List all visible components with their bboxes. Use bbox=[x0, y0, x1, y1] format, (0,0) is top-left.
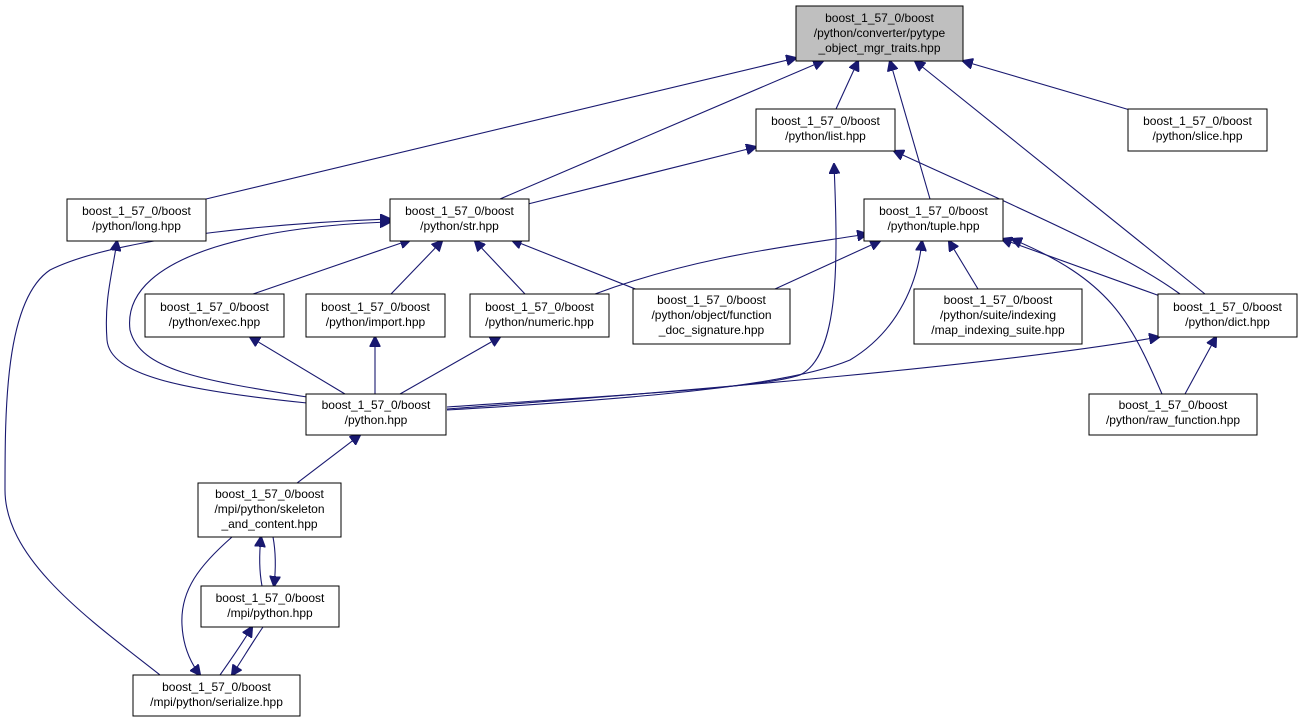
node-line: /python/long.hpp bbox=[92, 219, 181, 233]
node-line: /map_indexing_suite.hpp bbox=[931, 323, 1065, 337]
edge-numeric-to-str bbox=[475, 241, 526, 295]
edge-serialize-to-str bbox=[4, 219, 390, 676]
edge-exec-to-str bbox=[252, 240, 410, 295]
edges bbox=[4, 58, 1216, 676]
node-long[interactable]: boost_1_57_0/boost /python/long.hpp bbox=[66, 198, 207, 242]
edge-slice-to-root bbox=[963, 61, 1131, 111]
edge-list-to-root bbox=[835, 61, 858, 110]
edge-fdoc-to-tuple bbox=[774, 241, 880, 290]
edge-dict-to-list bbox=[894, 151, 1181, 295]
node-line: boost_1_57_0/boost bbox=[1173, 300, 1282, 314]
node-line: _doc_signature.hpp bbox=[658, 323, 765, 337]
edge-python-to-str bbox=[129, 222, 390, 398]
node-line: /mpi/python.hpp bbox=[227, 606, 313, 620]
node-line: boost_1_57_0/boost bbox=[1119, 398, 1228, 412]
edge-fdoc-to-str bbox=[512, 240, 649, 295]
node-import[interactable]: boost_1_57_0/boost /python/import.hpp bbox=[305, 293, 446, 338]
node-tuple[interactable]: boost_1_57_0/boost /python/tuple.hpp bbox=[863, 198, 1004, 242]
node-line: /python/converter/pytype bbox=[814, 26, 946, 40]
node-line: boost_1_57_0/boost bbox=[771, 114, 880, 128]
edge-python-to-dict bbox=[446, 337, 1159, 410]
node-line: /python/object/function bbox=[651, 308, 771, 322]
edge-serialize-to-mpipython bbox=[219, 627, 252, 676]
node-line: /python.hpp bbox=[345, 413, 408, 427]
node-line: /python/str.hpp bbox=[420, 219, 499, 233]
node-line: boost_1_57_0/boost bbox=[215, 487, 324, 501]
node-line: /python/import.hpp bbox=[326, 315, 426, 329]
node-line: boost_1_57_0/boost bbox=[405, 204, 514, 218]
node-line: /python/dict.hpp bbox=[1185, 315, 1270, 329]
node-line: /python/suite/indexing bbox=[940, 308, 1056, 322]
node-mpi-python[interactable]: boost_1_57_0/boost /mpi/python.hpp bbox=[200, 585, 340, 628]
edge-str-to-root bbox=[499, 61, 823, 200]
edge-skeleton-to-python bbox=[296, 435, 360, 484]
edge-rawfn-to-dict bbox=[1184, 337, 1216, 395]
edge-dict-to-root bbox=[915, 61, 1206, 295]
node-line: boost_1_57_0/boost bbox=[322, 398, 431, 412]
node-python[interactable]: boost_1_57_0/boost /python.hpp bbox=[305, 393, 447, 436]
node-line: /mpi/python/serialize.hpp bbox=[150, 695, 283, 709]
edge-numeric-to-tuple bbox=[594, 234, 867, 295]
node-line: boost_1_57_0/boost bbox=[321, 300, 430, 314]
node-line: boost_1_57_0/boost bbox=[879, 204, 988, 218]
edge-dict-to-tuple bbox=[1002, 239, 1161, 297]
node-line: boost_1_57_0/boost bbox=[216, 591, 325, 605]
node-line: boost_1_57_0/boost bbox=[160, 300, 269, 314]
node-dict[interactable]: boost_1_57_0/boost /python/dict.hpp bbox=[1157, 293, 1298, 338]
node-raw-function[interactable]: boost_1_57_0/boost /python/raw_function.… bbox=[1088, 393, 1258, 436]
node-map-indexing-suite[interactable]: boost_1_57_0/boost /python/suite/indexin… bbox=[913, 288, 1083, 345]
edge-mapidx-to-tuple bbox=[949, 241, 979, 290]
node-line: boost_1_57_0/boost bbox=[825, 11, 934, 25]
edge-import-to-str bbox=[390, 241, 442, 295]
node-line: boost_1_57_0/boost bbox=[944, 293, 1053, 307]
node-line: /python/list.hpp bbox=[785, 129, 866, 143]
node-pytype-object-mgr-traits[interactable]: boost_1_57_0/boost /python/converter/pyt… bbox=[795, 5, 964, 62]
edge-long-to-root bbox=[205, 58, 796, 200]
node-exec[interactable]: boost_1_57_0/boost /python/exec.hpp bbox=[144, 293, 285, 338]
node-line: boost_1_57_0/boost bbox=[485, 300, 594, 314]
node-serialize[interactable]: boost_1_57_0/boost /mpi/python/serialize… bbox=[132, 674, 301, 717]
node-numeric[interactable]: boost_1_57_0/boost /python/numeric.hpp bbox=[469, 293, 610, 338]
node-line: /python/slice.hpp bbox=[1152, 129, 1242, 143]
edge-python-to-long bbox=[105, 241, 308, 404]
node-line: _and_content.hpp bbox=[220, 517, 317, 531]
nodes: boost_1_57_0/boost /python/converter/pyt… bbox=[66, 5, 1298, 717]
node-line: /python/numeric.hpp bbox=[485, 315, 594, 329]
edge-python-to-tuple bbox=[446, 241, 922, 411]
node-line: /python/exec.hpp bbox=[169, 315, 261, 329]
node-function-doc-signature[interactable]: boost_1_57_0/boost /python/object/functi… bbox=[632, 288, 791, 345]
node-line: /python/tuple.hpp bbox=[887, 219, 979, 233]
node-list[interactable]: boost_1_57_0/boost /python/list.hpp bbox=[755, 108, 896, 152]
edge-str-to-list bbox=[527, 147, 756, 205]
edge-python-to-exec bbox=[250, 337, 346, 395]
node-line: _object_mgr_traits.hpp bbox=[817, 41, 940, 55]
edge-tuple-to-root bbox=[890, 61, 931, 200]
node-line: boost_1_57_0/boost bbox=[1143, 114, 1252, 128]
node-line: boost_1_57_0/boost bbox=[82, 204, 191, 218]
node-str[interactable]: boost_1_57_0/boost /python/str.hpp bbox=[389, 198, 530, 242]
node-slice[interactable]: boost_1_57_0/boost /python/slice.hpp bbox=[1127, 108, 1268, 152]
node-line: /python/raw_function.hpp bbox=[1106, 413, 1240, 427]
node-line: boost_1_57_0/boost bbox=[657, 293, 766, 307]
node-skeleton-and-content[interactable]: boost_1_57_0/boost /mpi/python/skeleton … bbox=[197, 482, 342, 538]
edge-mpipython-to-skeleton bbox=[260, 537, 262, 587]
edge-skeleton-to-mpipython bbox=[273, 536, 275, 586]
edge-mpipython-to-serialize bbox=[232, 626, 264, 675]
edge-python-to-numeric bbox=[399, 337, 500, 395]
node-line: /mpi/python/skeleton bbox=[214, 502, 324, 516]
node-line: boost_1_57_0/boost bbox=[162, 680, 271, 694]
edge-skeleton-to-serialize bbox=[181, 536, 233, 675]
edge-rawfn-to-tuple bbox=[1012, 239, 1163, 395]
